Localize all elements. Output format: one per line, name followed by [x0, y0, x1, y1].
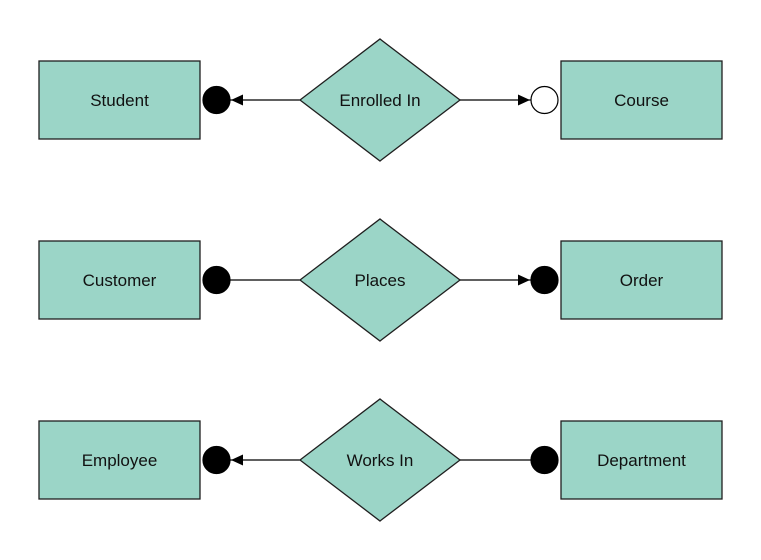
arrowhead-right-icon: [518, 94, 530, 106]
arrowhead-right-icon: [518, 274, 530, 286]
filled-circle-terminator-right[interactable]: [530, 445, 559, 475]
entity-employee-label: Employee: [82, 451, 158, 470]
entity-course[interactable]: [560, 60, 723, 140]
relationship-works-in-label: Works In: [347, 451, 414, 470]
relationship-enrolled-in-label: Enrolled In: [339, 91, 420, 110]
entity-order-label: Order: [620, 271, 664, 290]
entity-student-label: Student: [90, 91, 149, 110]
entity-employee[interactable]: [38, 420, 201, 500]
open-circle-terminator-right[interactable]: [530, 85, 559, 115]
entity-order[interactable]: [560, 240, 723, 320]
entity-customer-label: Customer: [83, 271, 157, 290]
filled-circle-terminator-left[interactable]: [202, 265, 231, 295]
relationship-places-label: Places: [354, 271, 405, 290]
entity-department-label: Department: [597, 451, 686, 470]
entity-student[interactable]: [38, 60, 201, 140]
er-row-places: Customer Places Order: [38, 218, 723, 342]
entity-course-label: Course: [614, 91, 669, 110]
entity-department[interactable]: [560, 420, 723, 500]
er-row-works-in: Employee Works In Department: [38, 398, 723, 522]
filled-circle-terminator-left[interactable]: [202, 445, 231, 475]
filled-circle-terminator-right[interactable]: [530, 265, 559, 295]
entity-customer[interactable]: [38, 240, 201, 320]
er-row-enrolled-in: Student Enrolled In Course: [38, 38, 723, 162]
arrowhead-left-icon: [231, 94, 243, 106]
filled-circle-terminator-left[interactable]: [202, 85, 231, 115]
arrowhead-left-icon: [231, 454, 243, 466]
